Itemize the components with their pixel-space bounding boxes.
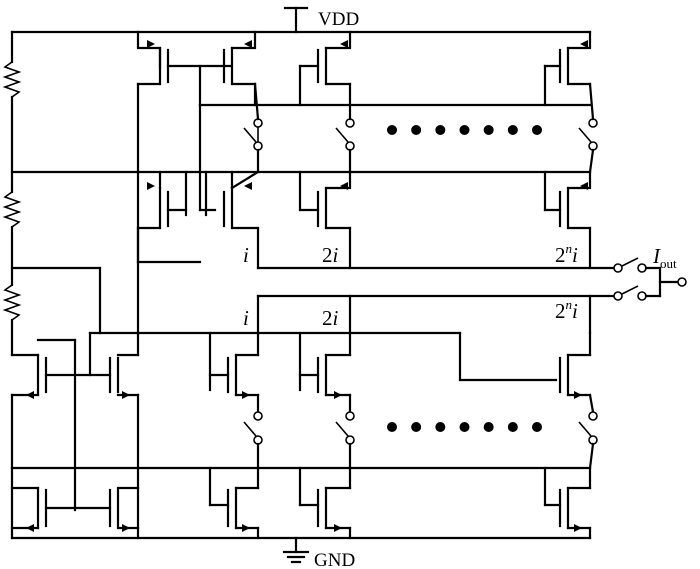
pmos-row-top — [136, 30, 592, 107]
vdd-rail: VDD — [10, 6, 592, 34]
ellipsis-dot — [387, 125, 397, 135]
ellipsis-dot — [459, 422, 470, 432]
ellipsis-dot — [411, 125, 422, 135]
ellipsis-dot — [483, 422, 494, 432]
nmos-left-mirror — [10, 331, 140, 540]
ellipsis-dots-bottom — [387, 422, 542, 432]
label-lower-2i: 2i — [322, 306, 339, 330]
pmos-row-second — [147, 170, 592, 270]
vdd-label: VDD — [318, 9, 359, 30]
nmos-row-upper — [208, 331, 592, 399]
switches-bottom — [243, 393, 598, 470]
ellipsis-dot — [459, 125, 470, 135]
output-bus — [256, 257, 687, 335]
label-lower-2n-i: 2ni — [555, 297, 578, 323]
lower-current-labels: i 2i 2ni — [243, 297, 578, 330]
switch-upper-terminal — [613, 263, 623, 273]
bias-lines — [10, 82, 592, 507]
ellipsis-dot — [507, 422, 518, 432]
label-upper-2n-i: 2ni — [555, 241, 578, 267]
ellipsis-dot — [532, 125, 542, 135]
resistor-ladder — [2, 30, 22, 357]
upper-current-labels: i 2i 2ni — [243, 241, 578, 267]
ellipsis-dots-top — [387, 125, 542, 135]
gnd-rail: GND — [10, 536, 592, 569]
ellipsis-dot — [483, 125, 494, 135]
nmos-row-lower — [208, 466, 592, 540]
label-upper-i: i — [243, 243, 249, 267]
ellipsis-dot — [411, 422, 422, 432]
ellipsis-dot — [532, 422, 542, 432]
ellipsis-dot — [387, 422, 397, 432]
output-terminal — [677, 277, 687, 287]
resistor-2 — [2, 191, 22, 228]
label-lower-i: i — [243, 306, 249, 330]
gnd-label: GND — [314, 550, 355, 569]
switch-lower-terminal — [613, 291, 623, 301]
label-upper-2i: 2i — [322, 243, 339, 267]
ellipsis-dot — [435, 422, 446, 432]
ellipsis-dot — [435, 125, 446, 135]
resistor-1 — [2, 61, 22, 98]
output-current-label: Iout — [652, 244, 677, 271]
resistor-3 — [2, 284, 22, 321]
switches-top — [243, 82, 598, 174]
ellipsis-dot — [507, 125, 518, 135]
